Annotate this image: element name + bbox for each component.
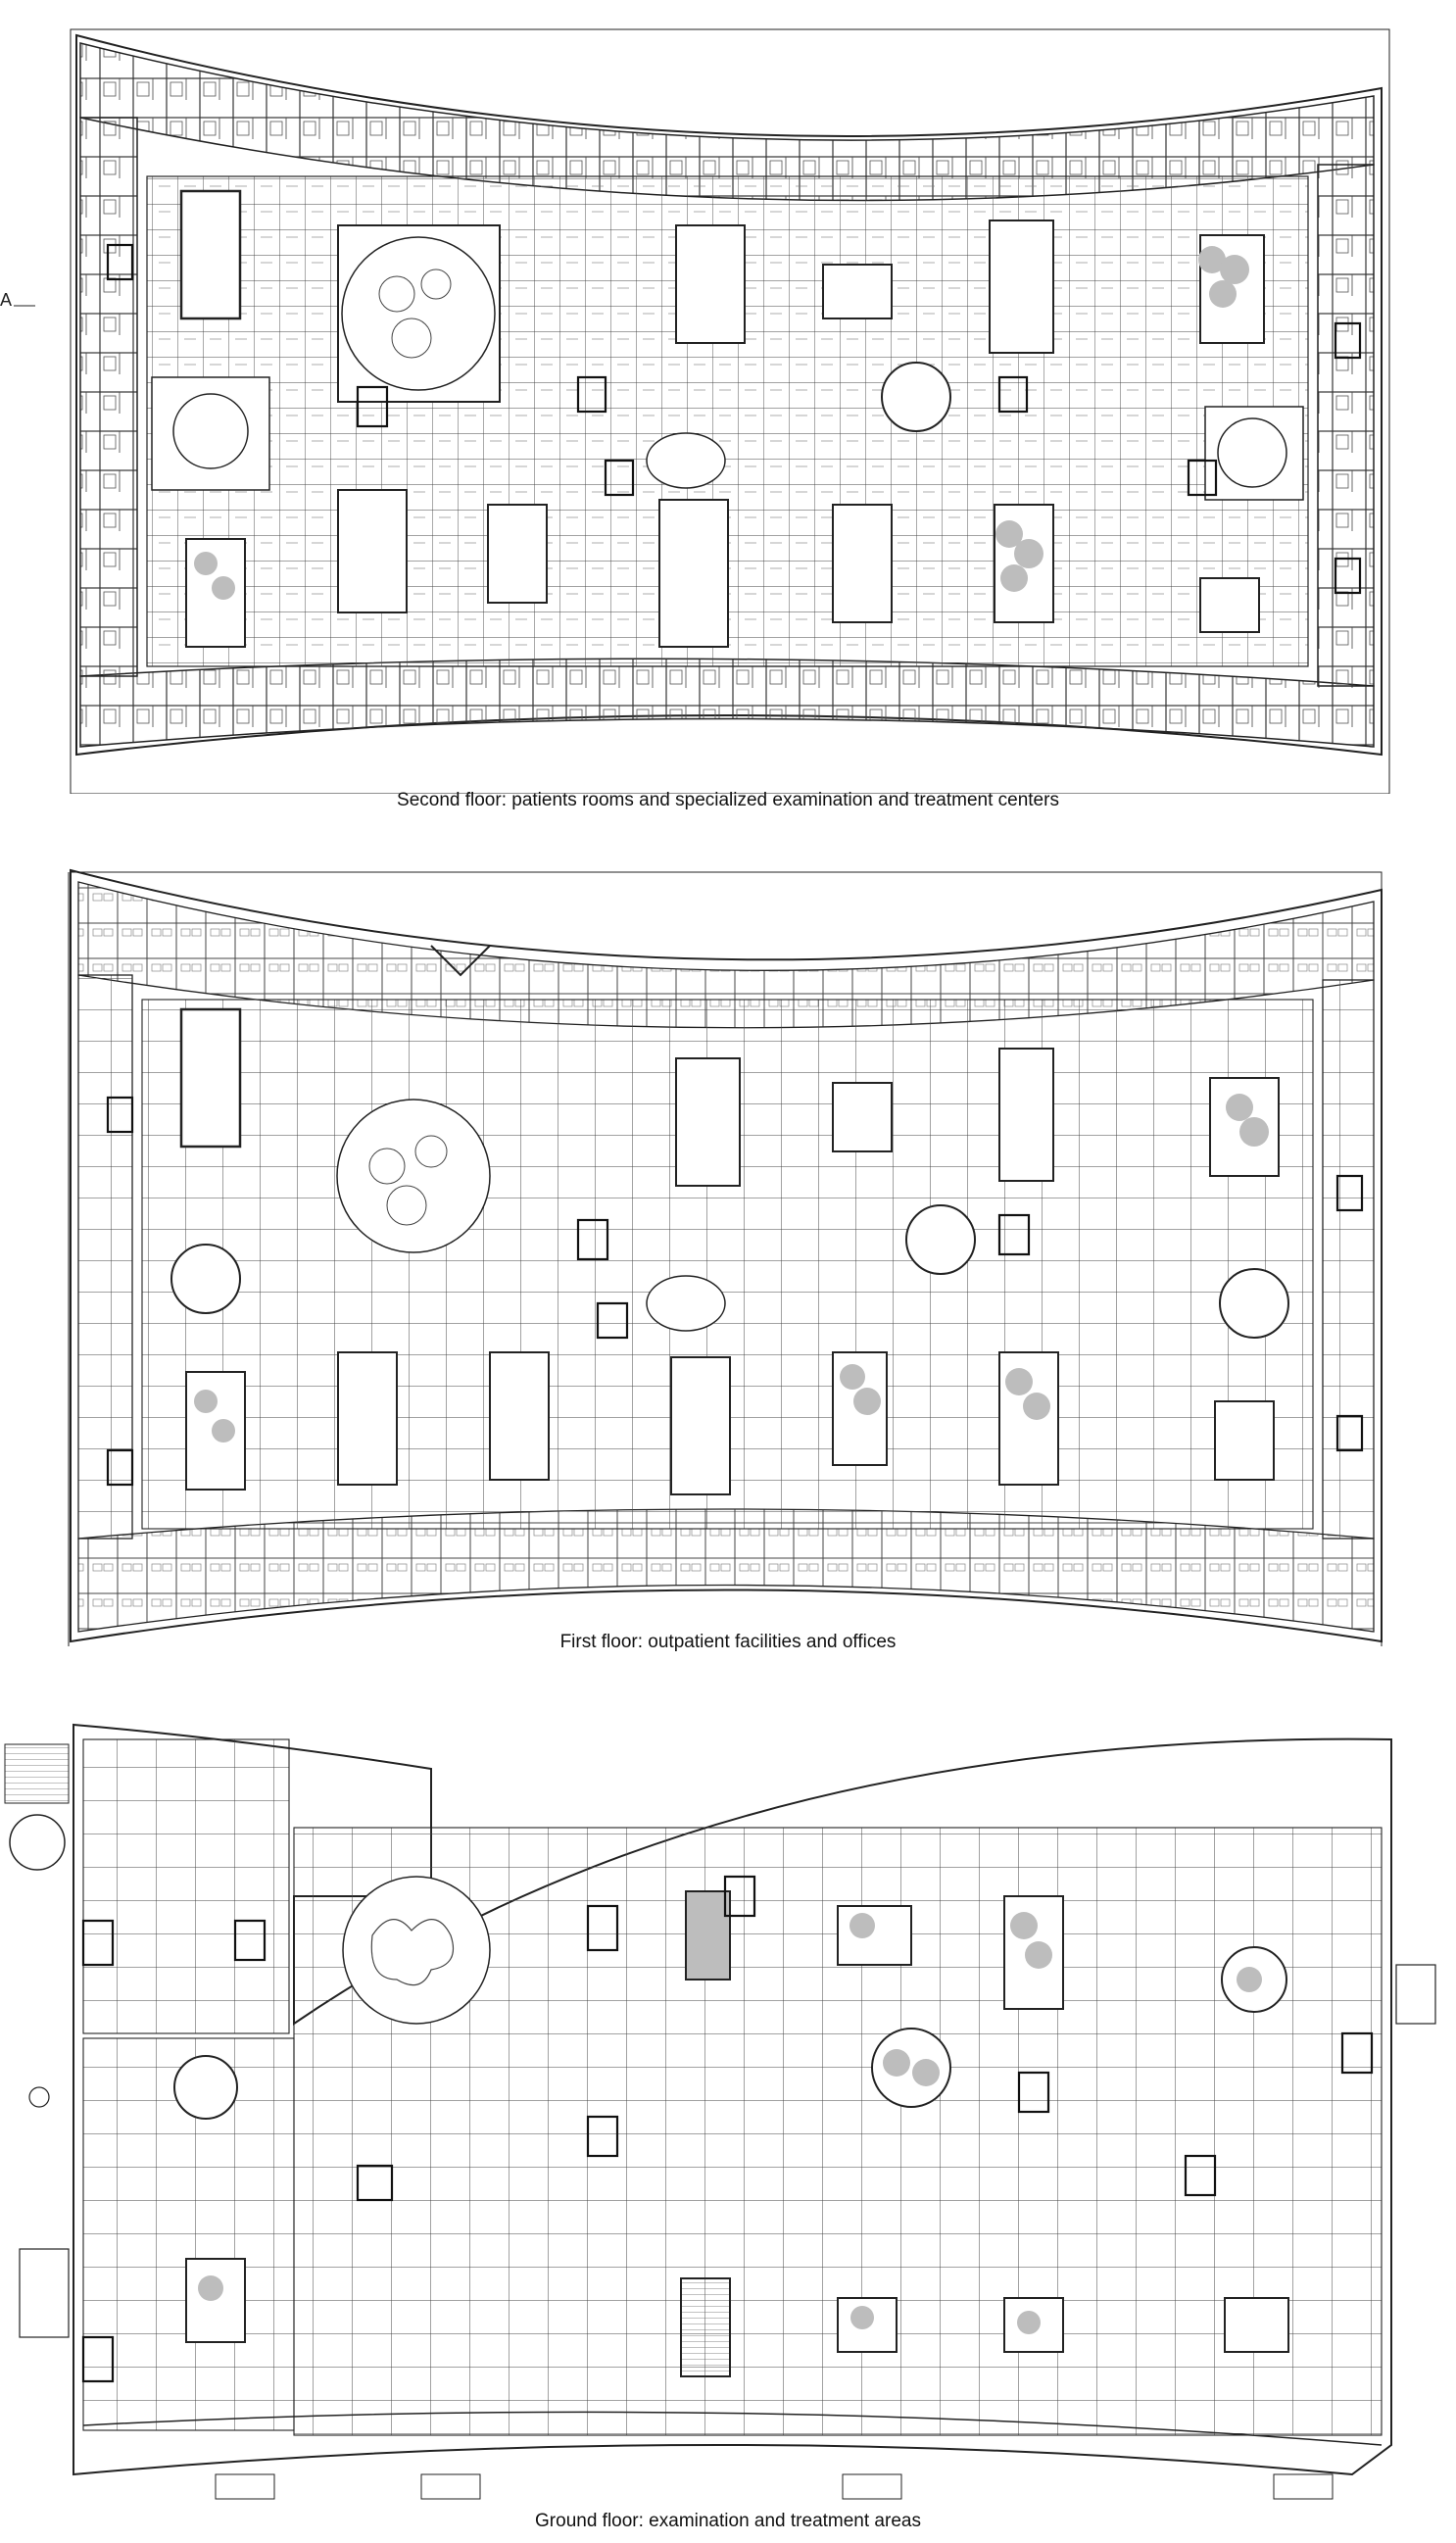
- second-floor-plan: A: [0, 0, 1456, 794]
- floor-outline: [73, 1723, 1392, 2476]
- patient-rooms-west: [79, 117, 138, 677]
- floor-outline: [70, 28, 1390, 794]
- caption-ground-floor: Ground floor: examination and treatment …: [535, 2511, 921, 2531]
- section-marker-label: A: [0, 290, 12, 310]
- atrium-courtyard: [342, 1876, 491, 2025]
- patient-rooms-east: [1317, 164, 1375, 687]
- first-floor-plan: [0, 853, 1456, 1646]
- second-floor-drawing: A: [0, 28, 1390, 794]
- ground-floor-plan: [0, 1700, 1456, 2509]
- floor-outline: [70, 868, 1383, 1643]
- entrance-rotunda: [9, 1814, 66, 1871]
- caption-first-floor: First floor: outpatient facilities and o…: [559, 1632, 897, 1652]
- first-floor-drawing: [68, 868, 1383, 1646]
- ground-floor-drawing: [4, 1723, 1436, 2500]
- caption-second-floor: Second floor: patients rooms and special…: [397, 790, 1059, 810]
